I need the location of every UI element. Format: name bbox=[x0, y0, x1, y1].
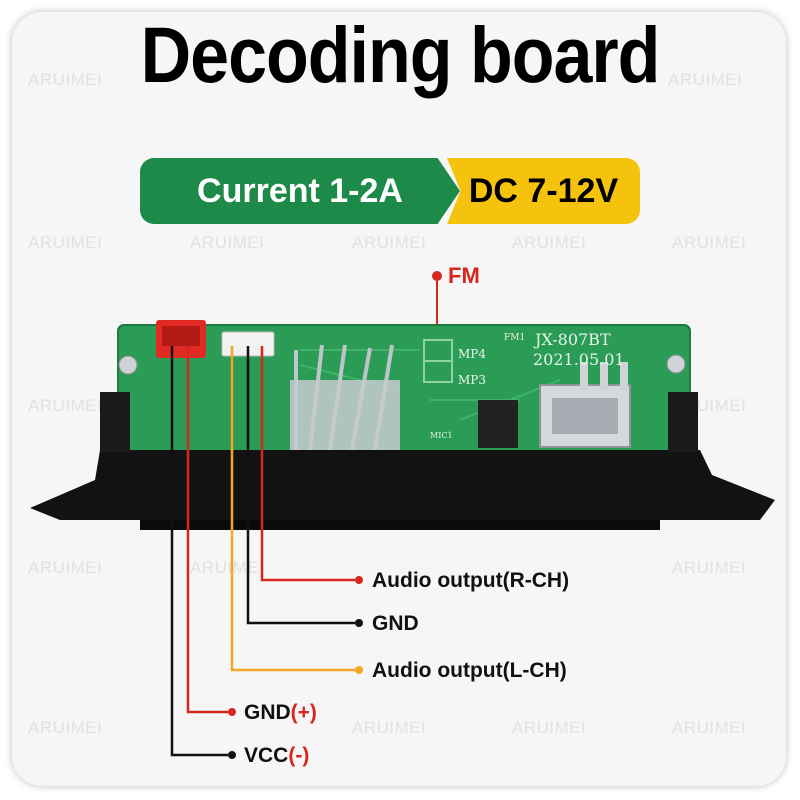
watermark: ARUIMEI bbox=[352, 718, 427, 737]
board-date: 2021.05.01 bbox=[533, 350, 625, 369]
power-gnd-text: GND bbox=[244, 701, 291, 724]
label-vcc: VCC(-) bbox=[244, 745, 309, 766]
watermark: ARUIMEI bbox=[28, 233, 103, 252]
label-audio-r: Audio output(R-CH) bbox=[372, 569, 570, 592]
watermark: ARUIMEI bbox=[352, 233, 427, 252]
screw-icon bbox=[666, 354, 686, 374]
label-gnd: GND bbox=[372, 612, 419, 635]
voltage-spec-badge: DC 7-12V bbox=[447, 158, 640, 224]
vcc-text: VCC bbox=[244, 744, 289, 767]
silk-fm1: FM1 bbox=[504, 333, 525, 343]
watermark: ARUIMEI bbox=[28, 396, 103, 415]
screw-icon bbox=[118, 355, 138, 375]
audio-jack bbox=[478, 400, 518, 448]
current-spec-badge: Current 1-2A bbox=[140, 158, 460, 224]
watermark: ARUIMEI bbox=[28, 70, 103, 89]
board-model: JX-807BT bbox=[533, 330, 611, 349]
wire-audio-l bbox=[230, 346, 355, 672]
fm-label: FM bbox=[448, 263, 480, 288]
label-power-gnd: GND(+) bbox=[244, 702, 317, 723]
silk-mp4: MP4 bbox=[458, 347, 486, 361]
watermark: ARUIMEI bbox=[672, 558, 747, 577]
watermark: ARUIMEI bbox=[28, 718, 103, 737]
fm-antenna-dot bbox=[432, 271, 442, 281]
watermark: ARUIMEI bbox=[672, 718, 747, 737]
watermark: ARUIMEI bbox=[28, 558, 103, 577]
watermark: ARUIMEI bbox=[668, 70, 743, 89]
vcc-sign: (-) bbox=[288, 744, 310, 767]
wire-power-black bbox=[170, 346, 228, 757]
front-panel bbox=[30, 450, 775, 520]
page-title: Decoding board bbox=[140, 11, 661, 99]
wire-power-red bbox=[186, 346, 228, 714]
watermark: ARUIMEI bbox=[190, 233, 265, 252]
silk-mp3: MP3 bbox=[458, 373, 486, 387]
watermark: ARUIMEI bbox=[512, 718, 587, 737]
watermark: ARUIMEI bbox=[672, 233, 747, 252]
silk-mic1: MIC1 bbox=[430, 431, 453, 440]
label-audio-l: Audio output(L-CH) bbox=[372, 659, 567, 682]
wire-audio-r bbox=[260, 346, 355, 582]
watermark: ARUIMEI bbox=[512, 233, 587, 252]
button-bracket bbox=[290, 380, 400, 450]
wire-audio-gnd bbox=[246, 346, 355, 625]
watermark: ARUIMEI bbox=[190, 558, 265, 577]
power-gnd-sign: (+) bbox=[290, 701, 317, 724]
